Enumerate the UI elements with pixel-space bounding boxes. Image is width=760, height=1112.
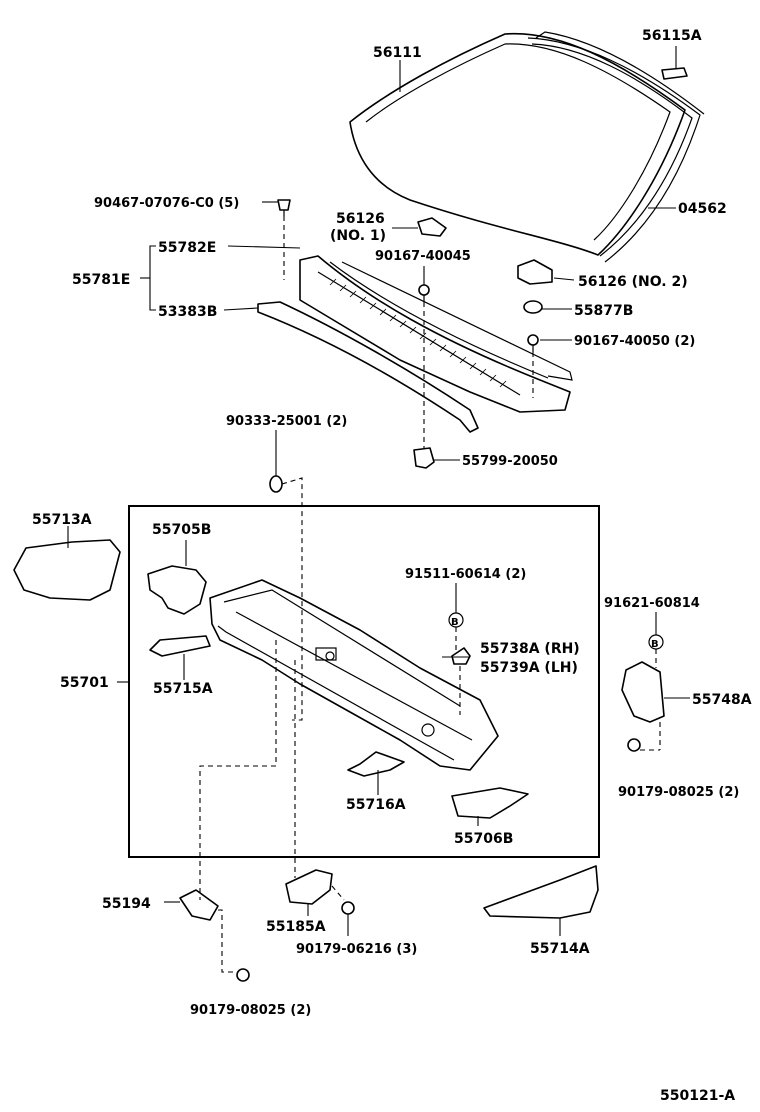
cushion-55877b [523,300,543,314]
label-55701: 55701 [60,675,109,691]
part-labels: 56111 56115A 04562 90467-07076-C0 (5) 56… [32,28,752,1104]
clip-90467-07076 [277,199,291,216]
bracket-55706b [451,787,529,819]
label-04562: 04562 [678,201,727,217]
diagram-id: 550121-A [660,1088,735,1104]
label-56126-no1-sub: (NO. 1) [330,228,386,244]
windshield-glass [349,32,686,256]
svg-text:B: B [451,617,459,628]
bracket-55705b [147,565,207,615]
label-55705b: 55705B [152,522,211,538]
cowl-panel-55701 [209,579,499,771]
clip-56115a [661,67,688,80]
label-55714a: 55714A [530,941,590,957]
label-55715a: 55715A [153,681,213,697]
svg-text:B: B [651,639,659,650]
marker-b-91621: B [648,634,664,650]
leader-lines [67,46,690,973]
label-56115a: 56115A [642,28,702,44]
cowl-louver [299,255,573,413]
nut-90179-08025-right [627,738,641,752]
marker-b-91511: B [448,612,464,628]
nut-90179-08025-left [236,968,250,982]
label-90467: 90467-07076-C0 (5) [94,196,239,211]
bracket-55738a-55739a [451,647,471,665]
label-55194: 55194 [102,896,151,912]
bracket-55185a [285,869,333,905]
bracket-55713a [13,539,121,601]
bracket-56126-no1 [417,217,447,237]
bracket-55748a [621,661,665,723]
label-90179-06216: 90179-06216 (3) [296,942,417,957]
nut-90179-06216 [341,901,355,915]
grommet-55799 [413,447,435,469]
label-55716a: 55716A [346,797,406,813]
seal-53383b [257,301,479,433]
label-56126-no2: 56126 (NO. 2) [578,274,688,290]
label-53383b: 53383B [158,304,217,320]
label-55713a: 55713A [32,512,92,528]
label-55781e: 55781E [72,272,130,288]
bracket-55714a [483,865,599,919]
label-90179-08025-left: 90179-08025 (2) [190,1003,311,1018]
label-91511: 91511-60614 (2) [405,567,526,582]
label-56126-no1: 56126 [336,211,385,227]
windshield-moulding [527,31,705,263]
clip-90167-40050 [527,334,539,352]
bracket-55716a [347,751,405,777]
label-55748a: 55748A [692,692,752,708]
label-55738a: 55738A (RH) [480,641,580,657]
bracket-55194 [179,889,219,921]
label-90179-08025-right: 90179-08025 (2) [618,785,739,800]
label-56111: 56111 [373,45,422,61]
label-55877b: 55877B [574,303,633,319]
label-90167-40050: 90167-40050 (2) [574,334,695,349]
label-55706b: 55706B [454,831,513,847]
label-55782e: 55782E [158,240,216,256]
bracket-56126-no2 [517,259,553,285]
label-90333: 90333-25001 (2) [226,414,347,429]
cap-90333-25001 [269,475,283,493]
bracket-55715a [149,635,211,657]
label-91621: 91621-60814 [604,596,700,611]
label-55185a: 55185A [266,919,326,935]
label-55739a: 55739A (LH) [480,660,578,676]
label-90167-40045: 90167-40045 [375,249,471,264]
label-55799: 55799-20050 [462,454,558,469]
